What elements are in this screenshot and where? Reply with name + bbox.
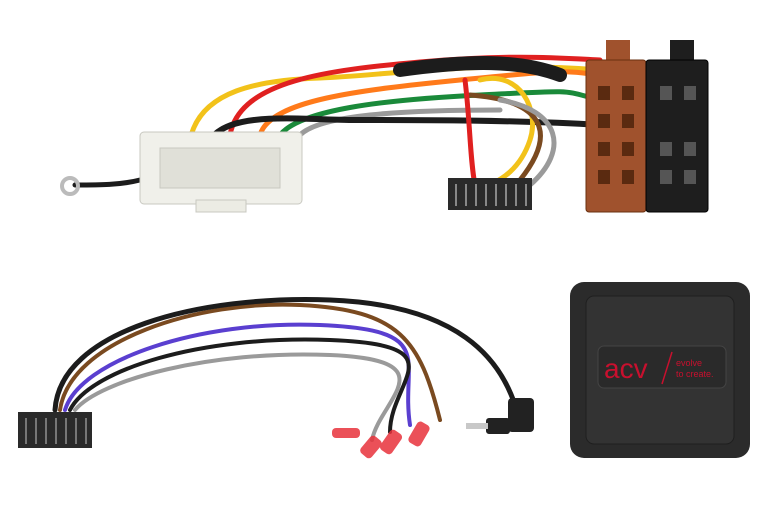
- iso-connector-black: [645, 40, 709, 213]
- radio-connector-upper: [448, 178, 532, 210]
- white-vehicle-connector: [139, 131, 303, 213]
- iso-connector-brown: [585, 40, 647, 213]
- logo-tagline-2: to create.: [676, 369, 714, 379]
- logo-slash: [661, 351, 673, 385]
- logo-brand: acv: [604, 353, 648, 384]
- logo-tagline-1: evolve: [676, 358, 702, 368]
- spade-terminals: [332, 421, 430, 459]
- audio-jack: [466, 398, 534, 434]
- upper-harness-wires: [72, 54, 603, 188]
- ring-terminal: [60, 176, 80, 196]
- interface-module: acv evolve to create.: [570, 282, 750, 458]
- lower-harness-wires: [52, 297, 518, 442]
- radio-connector-lower: [18, 412, 92, 448]
